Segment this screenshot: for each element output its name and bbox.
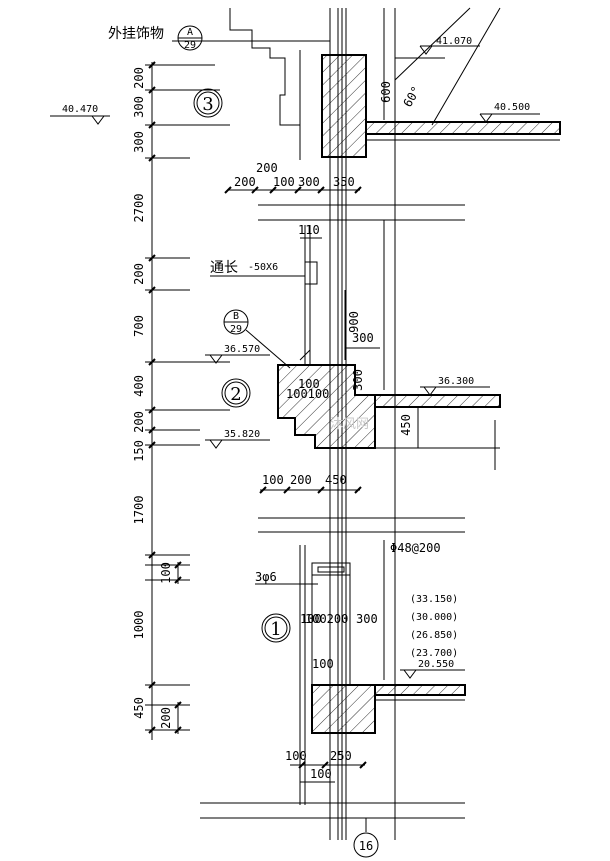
dim-100100: 100100 — [286, 387, 329, 401]
mid-dim-1: 200 — [290, 473, 312, 487]
left-dim-9: 1700 — [132, 496, 146, 525]
dim-900: 900 — [347, 311, 361, 333]
top-dim-1: 200 — [256, 161, 278, 175]
section-mark-2-num: 2 — [230, 384, 241, 405]
left-dim-5: 700 — [132, 315, 146, 337]
mid-dim-2: 450 — [325, 473, 347, 487]
bottom-dim-1: 250 — [330, 749, 352, 763]
axis-mark-16-num: 16 — [359, 839, 373, 853]
left-dim-13: 200 — [159, 707, 173, 729]
level-list-2: (26.850) — [410, 630, 458, 641]
level-20550: 20.550 — [400, 659, 465, 679]
bottom-dim-0: 100 — [285, 749, 307, 763]
pipe-label: Φ48@200 — [390, 541, 441, 555]
outside-ornament-label: 外挂饰物 — [108, 26, 164, 42]
bottom-dim-100: 100 — [310, 767, 332, 781]
flat-bar-label: 通长 — [210, 260, 238, 276]
top-dim-3: 300 — [298, 175, 320, 189]
level-36570: 36.570 — [205, 344, 270, 364]
top-dim-4: 350 — [333, 175, 355, 189]
dim-100c: 100 — [312, 657, 334, 671]
left-dim-8: 150 — [132, 440, 146, 462]
ornament-bottom — [311, 562, 466, 734]
level-list-3: (23.700) — [410, 648, 458, 659]
left-dim-2: 300 — [132, 131, 146, 153]
rebar-label: 3φ6 — [255, 570, 277, 584]
section-mark-3-num: 3 — [202, 94, 213, 115]
detail-ref-b-sheet: 29 — [230, 324, 242, 335]
mid-dim-0: 100 — [262, 473, 284, 487]
bottom-dim-row: 100 250 100 — [285, 749, 367, 783]
left-dim-0: 200 — [132, 67, 146, 89]
level-20550-label: 20.550 — [418, 659, 454, 670]
mid-dim-row: 100 200 450 — [259, 473, 362, 494]
left-dim-10: 100 — [159, 562, 173, 584]
left-dim-1: 300 — [132, 96, 146, 118]
level-36300-label: 36.300 — [438, 376, 474, 387]
watermark: 沐风网 — [330, 417, 369, 432]
level-40500: 40.500 — [479, 102, 540, 123]
flat-bar-size: -50X6 — [248, 262, 278, 273]
section-mark-1-num: 1 — [270, 619, 281, 640]
axis-mark-16: 16 — [353, 818, 379, 858]
level-list-0: (33.150) — [410, 594, 458, 605]
top-dim-row: 200 200 100 300 350 — [224, 161, 362, 194]
angle-label: 60° — [400, 84, 423, 110]
left-dimension-chain: 200 300 300 2700 200 700 400 200 150 170… — [132, 61, 230, 740]
ornament-top — [229, 7, 561, 158]
left-dim-12: 450 — [132, 697, 146, 719]
detail-ref-b-letter: B — [233, 311, 239, 322]
level-40470-label: 40.470 — [62, 104, 98, 115]
level-36300: 36.300 — [420, 376, 490, 396]
top-dim-0: 200 — [234, 175, 256, 189]
detail-ref-a-sheet: 29 — [184, 40, 196, 51]
level-40500-label: 40.500 — [494, 102, 530, 113]
detail-ref-a-letter: A — [187, 27, 193, 38]
top-dim-2: 100 — [273, 175, 295, 189]
dim-600: 600 — [379, 81, 393, 103]
left-dim-6: 400 — [132, 375, 146, 397]
detail-ref-a: A 29 — [177, 25, 203, 51]
dim-100200: 100200 — [305, 612, 348, 626]
level-35820-label: 35.820 — [224, 429, 260, 440]
level-list-1: (30.000) — [410, 612, 458, 623]
dim-450v: 450 — [399, 414, 413, 436]
left-dim-3: 2700 — [132, 194, 146, 223]
detail-ref-b: B 29 — [223, 309, 291, 369]
dim-300b: 300 — [351, 369, 365, 391]
dim-300c: 300 — [356, 612, 378, 626]
level-list: (33.150) (30.000) (26.850) (23.700) — [410, 594, 458, 659]
dim-100a: 100 — [298, 377, 320, 391]
level-36570-label: 36.570 — [224, 344, 260, 355]
level-40470: 40.470 — [50, 104, 110, 125]
left-dim-7: 200 — [132, 411, 146, 433]
level-41070: 41.070 — [419, 36, 480, 55]
ornament-middle — [277, 261, 501, 470]
dim-110: 110 — [298, 223, 320, 237]
dim-100b: 100 — [300, 612, 322, 626]
break-lines — [200, 204, 465, 819]
left-dim-11: 1000 — [132, 611, 146, 640]
left-dim-4: 200 — [132, 263, 146, 285]
dim-300a: 300 — [352, 331, 374, 345]
section-mark-1: 1 — [261, 613, 291, 643]
level-35820: 35.820 — [205, 429, 270, 449]
level-41070-label: 41.070 — [436, 36, 472, 47]
section-mark-2: 2 — [221, 378, 251, 408]
section-mark-3: 3 — [193, 88, 223, 118]
